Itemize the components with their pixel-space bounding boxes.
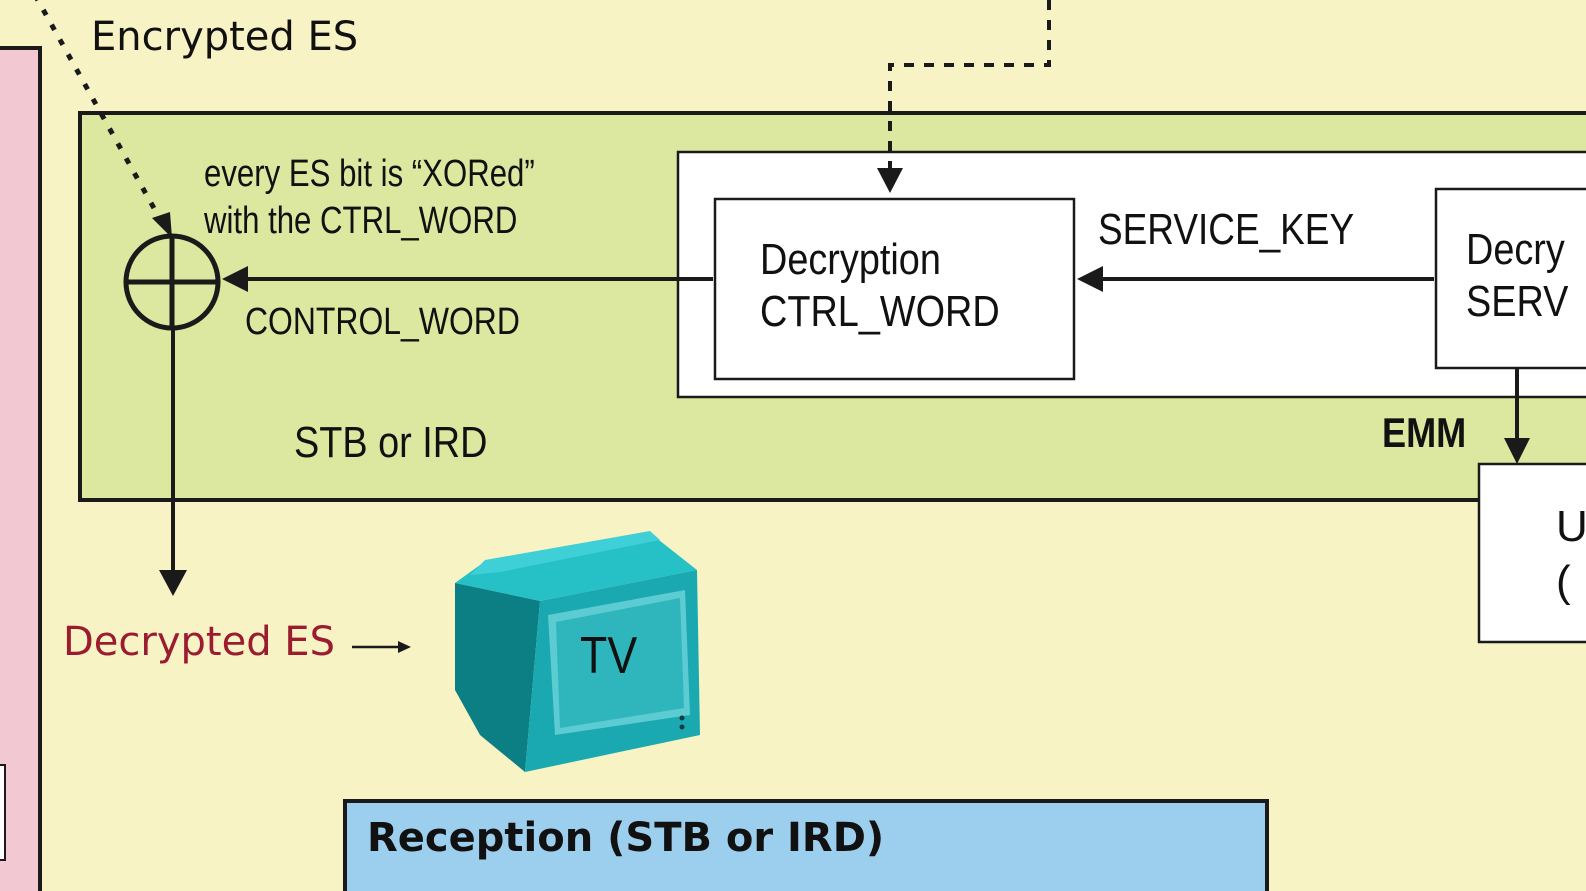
decryption-ctrl-line1: Decryption	[760, 235, 941, 284]
right-box-line2: (	[1556, 557, 1571, 606]
key-dotted-arrowhead	[877, 168, 903, 193]
decryption-ctrl-word-box	[713, 197, 1076, 381]
encrypted-es-dotted-arrow	[34, 0, 168, 230]
reception-panel	[343, 799, 1269, 891]
left-panel-small-box	[0, 764, 6, 861]
emm-label: EMM	[1382, 409, 1467, 456]
decryption-ctrl-line2: CTRL_WORD	[760, 287, 1000, 336]
decryption-service-key-box	[1434, 187, 1586, 370]
reception-title: Reception (STB or IRD)	[367, 815, 885, 861]
left-panel	[0, 46, 42, 891]
service-key-arrowhead	[1077, 266, 1103, 292]
xor-note-line1: every ES bit is “XORed”	[204, 153, 535, 195]
control-word-label: CONTROL_WORD	[245, 301, 520, 343]
xor-note-line2: with the CTRL_WORD	[204, 200, 518, 242]
decryption-serv-line2: SERV	[1466, 277, 1569, 326]
right-box-line1: U	[1556, 502, 1586, 551]
key-dotted-path	[888, 0, 1051, 172]
right-lower-box	[1477, 462, 1586, 644]
tv-label: TV	[580, 627, 638, 685]
encrypted-es-label: Encrypted ES	[91, 14, 359, 60]
circled-plus-icon	[123, 233, 221, 331]
control-word-arrowhead	[222, 266, 248, 292]
television-icon	[455, 531, 700, 772]
stb-or-ird-label: STB or IRD	[294, 418, 488, 467]
to-tv-arrowhead	[398, 641, 411, 653]
decryption-serv-line1: Decry	[1466, 225, 1565, 274]
emm-arrowhead	[1504, 438, 1530, 464]
service-key-label: SERVICE_KEY	[1098, 205, 1355, 254]
decrypted-es-label: Decrypted ES	[63, 619, 335, 665]
decrypted-es-output-arrowhead	[159, 570, 187, 596]
encrypted-es-arrowhead	[152, 212, 172, 238]
